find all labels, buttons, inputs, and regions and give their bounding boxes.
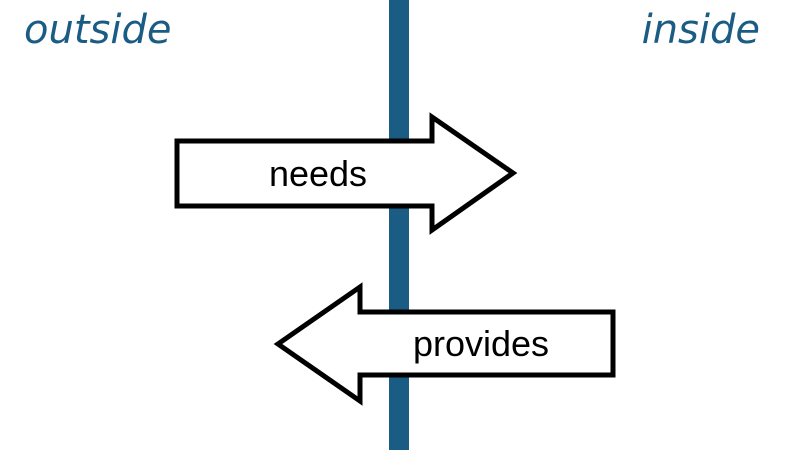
boundary-line <box>389 0 409 450</box>
needs-arrow: needs <box>174 112 518 235</box>
outside-label: outside <box>24 7 172 53</box>
provides-label: provides <box>413 323 549 364</box>
provides-arrow-shape <box>273 282 616 406</box>
provides-arrow: provides <box>273 282 616 406</box>
needs-arrow-shape <box>174 112 518 235</box>
inside-label: inside <box>641 7 760 53</box>
needs-label: needs <box>269 153 367 194</box>
